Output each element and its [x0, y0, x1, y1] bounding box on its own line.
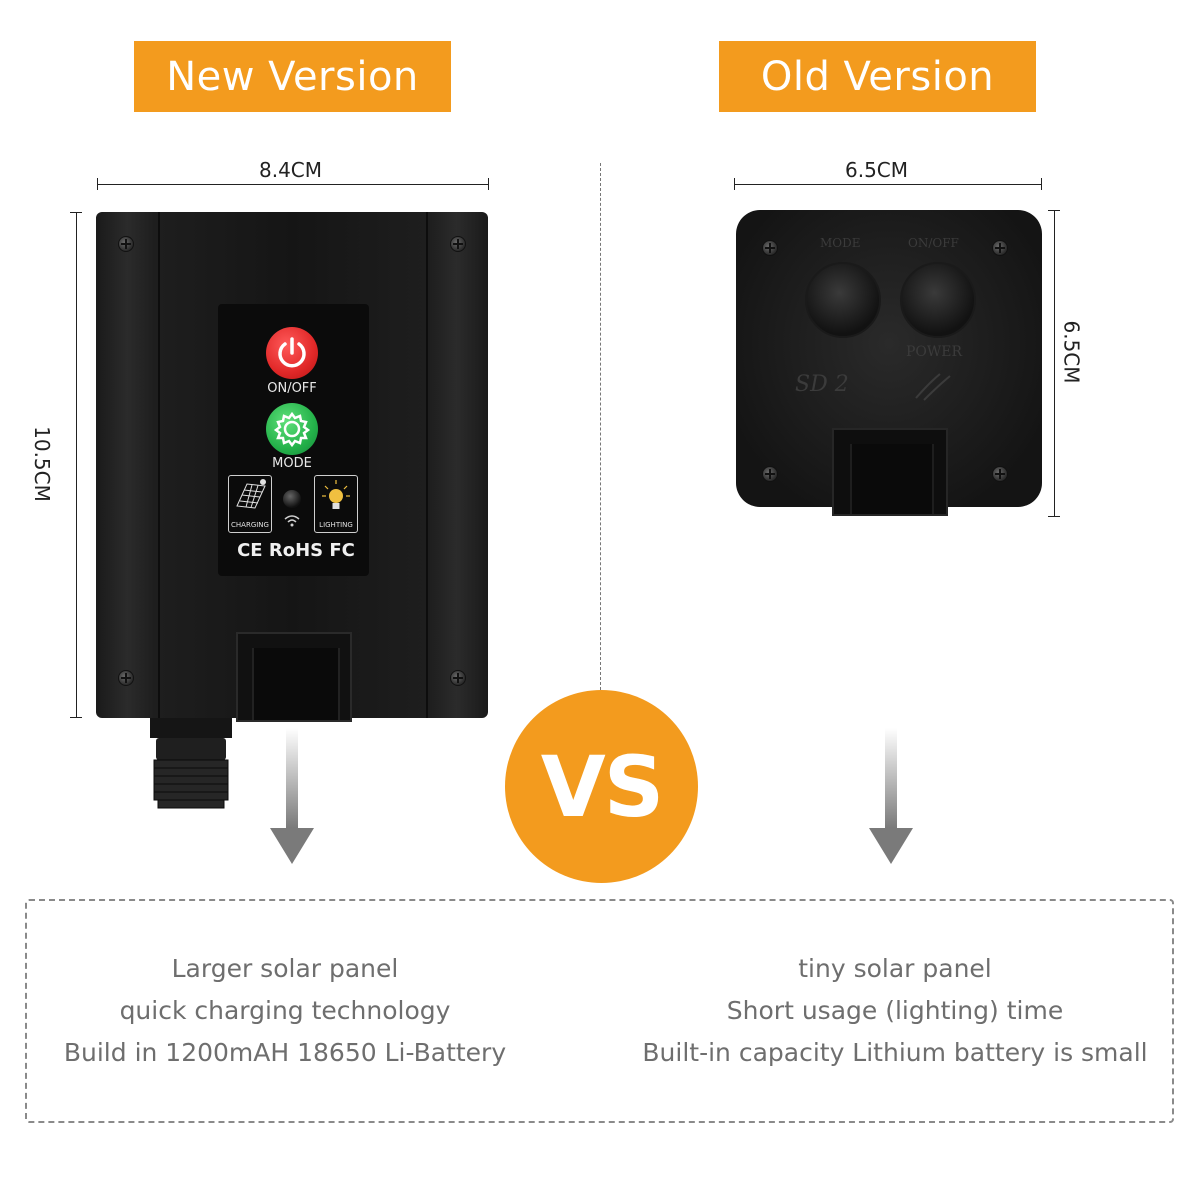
screw-icon — [450, 670, 466, 686]
old-power-button[interactable] — [900, 262, 976, 338]
feature-item: quick charging technology — [119, 996, 451, 1025]
arrow-down-icon — [286, 728, 298, 828]
case-rib — [158, 212, 160, 718]
comparison-box — [25, 899, 1174, 1123]
power-icon — [278, 337, 306, 368]
certification-marks: CE RoHS FC — [237, 540, 355, 561]
wireless-icon — [284, 515, 300, 527]
new-version-label: New Version — [134, 41, 451, 112]
screw-icon — [762, 466, 778, 482]
new-height-label: 10.5CM — [29, 426, 54, 502]
old-height-label: 6.5CM — [1059, 320, 1084, 384]
screw-icon — [118, 236, 134, 252]
mode-label: MODE — [272, 456, 312, 471]
light-sensor — [283, 490, 301, 508]
screw-icon — [118, 670, 134, 686]
old-onoff-label: ON/OFF — [908, 236, 959, 250]
screw-icon — [450, 236, 466, 252]
old-features-list: tiny solar panel Short usage (lighting) … — [615, 948, 1175, 1074]
charging-indicator: CHARGING — [228, 475, 272, 533]
arrow-head-icon — [869, 828, 913, 864]
power-label: ON/OFF — [267, 381, 317, 396]
feature-item: Short usage (lighting) time — [726, 996, 1064, 1025]
solar-panel-icon — [236, 479, 266, 509]
screw-icon — [992, 466, 1008, 482]
old-mode-button[interactable] — [805, 262, 881, 338]
solar-cable-port — [236, 632, 352, 722]
feature-item: Built-in capacity Lithium battery is sma… — [642, 1038, 1148, 1067]
new-width-label: 8.4CM — [259, 158, 323, 182]
case-rib — [426, 212, 428, 718]
arrow-down-icon — [885, 728, 897, 828]
old-width-label: 6.5CM — [845, 158, 909, 182]
feature-item: tiny solar panel — [798, 954, 992, 983]
feature-item: Build in 1200mAH 18650 Li-Battery — [63, 1038, 507, 1067]
new-height-dimension-line — [70, 212, 82, 718]
arrow-head-icon — [270, 828, 314, 864]
old-version-label: Old Version — [719, 41, 1036, 112]
screw-icon — [762, 240, 778, 256]
old-height-dimension-line — [1048, 210, 1060, 517]
old-model-label: SD 2 — [795, 372, 849, 397]
screw-icon — [992, 240, 1008, 256]
gear-icon — [273, 411, 311, 448]
lighting-indicator: LIGHTING — [314, 475, 358, 533]
lightbulb-icon — [322, 480, 350, 509]
waterproof-connector — [150, 718, 232, 809]
center-divider — [600, 163, 601, 690]
brand-logo-icon — [915, 373, 951, 401]
new-width-dimension-line — [97, 178, 489, 190]
power-button[interactable] — [266, 327, 318, 379]
old-cable-port — [832, 428, 948, 516]
new-features-list: Larger solar panel quick charging techno… — [5, 948, 565, 1074]
lighting-label: LIGHTING — [319, 521, 353, 529]
charging-label: CHARGING — [231, 521, 269, 529]
vs-badge: VS — [505, 690, 698, 883]
old-mode-label: MODE — [820, 236, 861, 250]
mode-button[interactable] — [266, 403, 318, 455]
feature-item: Larger solar panel — [171, 954, 399, 983]
old-power-label: POWER — [906, 344, 963, 360]
old-width-dimension-line — [734, 178, 1042, 190]
